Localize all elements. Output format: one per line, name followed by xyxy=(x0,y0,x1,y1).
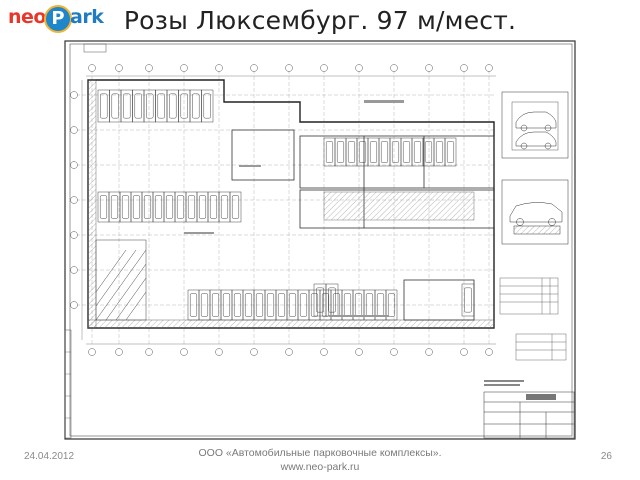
parking-floor-plan-drawing xyxy=(64,40,576,440)
logo-badge-p: P xyxy=(44,5,72,33)
footer-company-name: ООО «Автомобильные парковочные комплексы… xyxy=(198,447,442,459)
neopark-logo: neo P ark xyxy=(6,4,104,34)
footer-company-info: ООО «Автомобильные парковочные комплексы… xyxy=(150,446,490,474)
logo-text-neo: neo xyxy=(8,6,46,28)
footer-date: 24.04.2012 xyxy=(24,451,75,462)
logo-text-ark: ark xyxy=(70,6,104,28)
footer-website: www.neo-park.ru xyxy=(280,461,360,473)
page-number: 26 xyxy=(600,451,612,462)
slide-title: Розы Люксембург. 97 м/мест. xyxy=(123,6,517,35)
